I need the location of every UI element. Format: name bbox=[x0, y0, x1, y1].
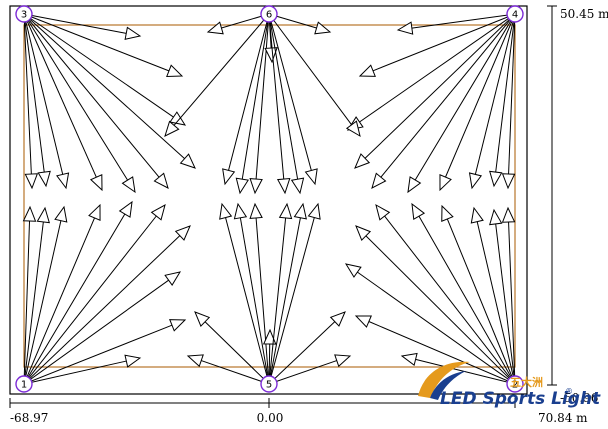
light-poles: 1 2 3 4 5 6 bbox=[15, 5, 524, 393]
aiming-arrow-pole-5-8 bbox=[268, 202, 307, 385]
aiming-arrow-pole-2-10 bbox=[501, 206, 516, 385]
aiming-arrow-pole-2-7 bbox=[441, 204, 516, 385]
aiming-arrow-pole-6-11 bbox=[268, 13, 332, 35]
aiming-arrow-pole-4-8 bbox=[468, 13, 516, 190]
aiming-arrow-pole-2-1 bbox=[400, 352, 516, 385]
logo-brand-text: LED Sports Light bbox=[440, 389, 601, 409]
aiming-arrow-pole-2-9 bbox=[489, 208, 516, 385]
pitch-boundary bbox=[23, 24, 516, 368]
aiming-arrow-pole-3-4 bbox=[23, 13, 196, 169]
aiming-arrow-pole-3-6 bbox=[23, 13, 136, 194]
aiming-arrow-pole-6-5 bbox=[249, 13, 270, 195]
aiming-arrow-pole-6-1 bbox=[206, 13, 270, 35]
pole-marker-4: 4 bbox=[506, 5, 524, 23]
aiming-arrow-pole-3-1 bbox=[23, 13, 142, 40]
aiming-arrow-pole-1-8 bbox=[23, 205, 68, 385]
aiming-arrow-pole-1-3 bbox=[23, 271, 182, 385]
aiming-arrow-pole-1-10 bbox=[22, 205, 37, 385]
aiming-arrow-pole-4-1 bbox=[396, 13, 516, 35]
aiming-arrow-pole-4-7 bbox=[439, 13, 516, 192]
aiming-arrow-pole-5-7 bbox=[268, 202, 293, 385]
dimension-x-right: 70.84 m bbox=[538, 411, 588, 425]
aiming-arrow-pole-3-5 bbox=[23, 13, 169, 189]
aiming-arrow-pole-6-8 bbox=[268, 13, 305, 195]
pole-circle-icon bbox=[15, 375, 33, 393]
aiming-arrow-pole-6-4 bbox=[235, 13, 270, 195]
aiming-arrow-pole-6-10 bbox=[268, 13, 361, 138]
pole-number: 5 bbox=[266, 380, 272, 391]
pole-circle-icon bbox=[506, 5, 524, 23]
aiming-arrow-pole-4-4 bbox=[354, 13, 516, 169]
aiming-arrow-pole-3-3 bbox=[23, 13, 187, 126]
aiming-arrow-pole-6-7 bbox=[268, 13, 291, 195]
logo-chinese-text: 五大洲 bbox=[510, 375, 543, 389]
aiming-arrow-pole-4-9 bbox=[489, 13, 516, 188]
pole-marker-2: 2 bbox=[506, 375, 524, 393]
aiming-arrow-pole-5-11 bbox=[268, 354, 352, 385]
aiming-arrow-pole-5-5 bbox=[249, 202, 270, 385]
pole-circle-icon bbox=[260, 375, 278, 393]
dimension-lines bbox=[9, 5, 557, 408]
dimension-y-bottom: -50.96 bbox=[560, 391, 598, 405]
aiming-arrow-pole-4-10 bbox=[501, 13, 516, 190]
pole-number: 4 bbox=[512, 10, 518, 21]
dimension-x-left: -68.97 bbox=[10, 411, 48, 425]
aiming-arrow-pole-1-2 bbox=[23, 319, 187, 385]
aiming-arrow-pole-6-2 bbox=[164, 13, 270, 137]
aiming-arrow-pole-3-10 bbox=[23, 13, 39, 190]
aiming-arrow-pole-4-5 bbox=[371, 13, 516, 189]
aiming-arrow-pole-1-4 bbox=[23, 225, 191, 385]
logo-swoosh-blue-icon bbox=[430, 371, 466, 400]
aiming-arrow-pole-5-4 bbox=[233, 202, 270, 385]
aiming-arrow-pole-5-1 bbox=[186, 354, 270, 385]
aiming-arrow-pole-2-5 bbox=[375, 203, 516, 385]
aiming-arrow-pole-5-2 bbox=[194, 311, 270, 385]
dimension-y-top: 50.45 m bbox=[560, 7, 608, 21]
pole-circle-icon bbox=[15, 5, 33, 23]
aiming-arrow-pole-3-9 bbox=[23, 13, 51, 188]
aiming-arrow-pole-2-6 bbox=[411, 202, 516, 385]
brand-logo: 五大洲 LED Sports Light ® bbox=[418, 361, 601, 409]
aiming-arrow-pole-1-5 bbox=[23, 204, 166, 385]
aiming-arrow-pole-1-6 bbox=[23, 200, 133, 385]
pole-marker-6: 6 bbox=[260, 5, 278, 23]
aiming-arrow-pole-5-9 bbox=[268, 202, 321, 385]
aiming-arrow-pole-4-2 bbox=[358, 13, 516, 77]
pole-marker-5: 5 bbox=[260, 375, 278, 393]
pole-number: 1 bbox=[21, 380, 27, 391]
pole-number: 3 bbox=[21, 10, 27, 21]
aiming-arrow-pole-6-3 bbox=[222, 13, 270, 186]
pole-circle-icon bbox=[506, 375, 524, 393]
aiming-arrow-pole-6-9 bbox=[268, 13, 318, 186]
aiming-arrow-pole-1-1 bbox=[23, 354, 142, 385]
logo-registered-mark: ® bbox=[565, 387, 573, 396]
pole-number: 2 bbox=[512, 380, 518, 391]
dimension-x-center: 0.00 bbox=[257, 411, 284, 425]
aiming-arrow-pole-2-4 bbox=[355, 225, 516, 385]
aiming-arrow-pole-3-8 bbox=[23, 13, 70, 190]
aiming-arrow-pole-2-2 bbox=[354, 315, 516, 385]
aiming-arrow-pole-2-8 bbox=[470, 206, 516, 385]
pole-marker-3: 3 bbox=[15, 5, 33, 23]
aiming-arrow-pole-4-6 bbox=[407, 13, 516, 194]
aiming-arrow-pole-3-7 bbox=[23, 13, 103, 192]
aiming-arrow-pole-5-3 bbox=[219, 202, 270, 385]
pole-marker-1: 1 bbox=[15, 375, 33, 393]
aiming-arrow-pole-5-10 bbox=[268, 311, 346, 385]
aiming-arrows bbox=[22, 13, 516, 385]
pole-circle-icon bbox=[260, 5, 278, 23]
aiming-arrow-pole-1-7 bbox=[23, 203, 101, 385]
aiming-arrow-pole-2-3 bbox=[344, 263, 516, 385]
aiming-arrow-pole-1-9 bbox=[23, 206, 50, 385]
pole-number: 6 bbox=[266, 10, 272, 21]
aiming-arrow-pole-3-2 bbox=[23, 13, 184, 77]
logo-swoosh-icon bbox=[418, 361, 470, 398]
